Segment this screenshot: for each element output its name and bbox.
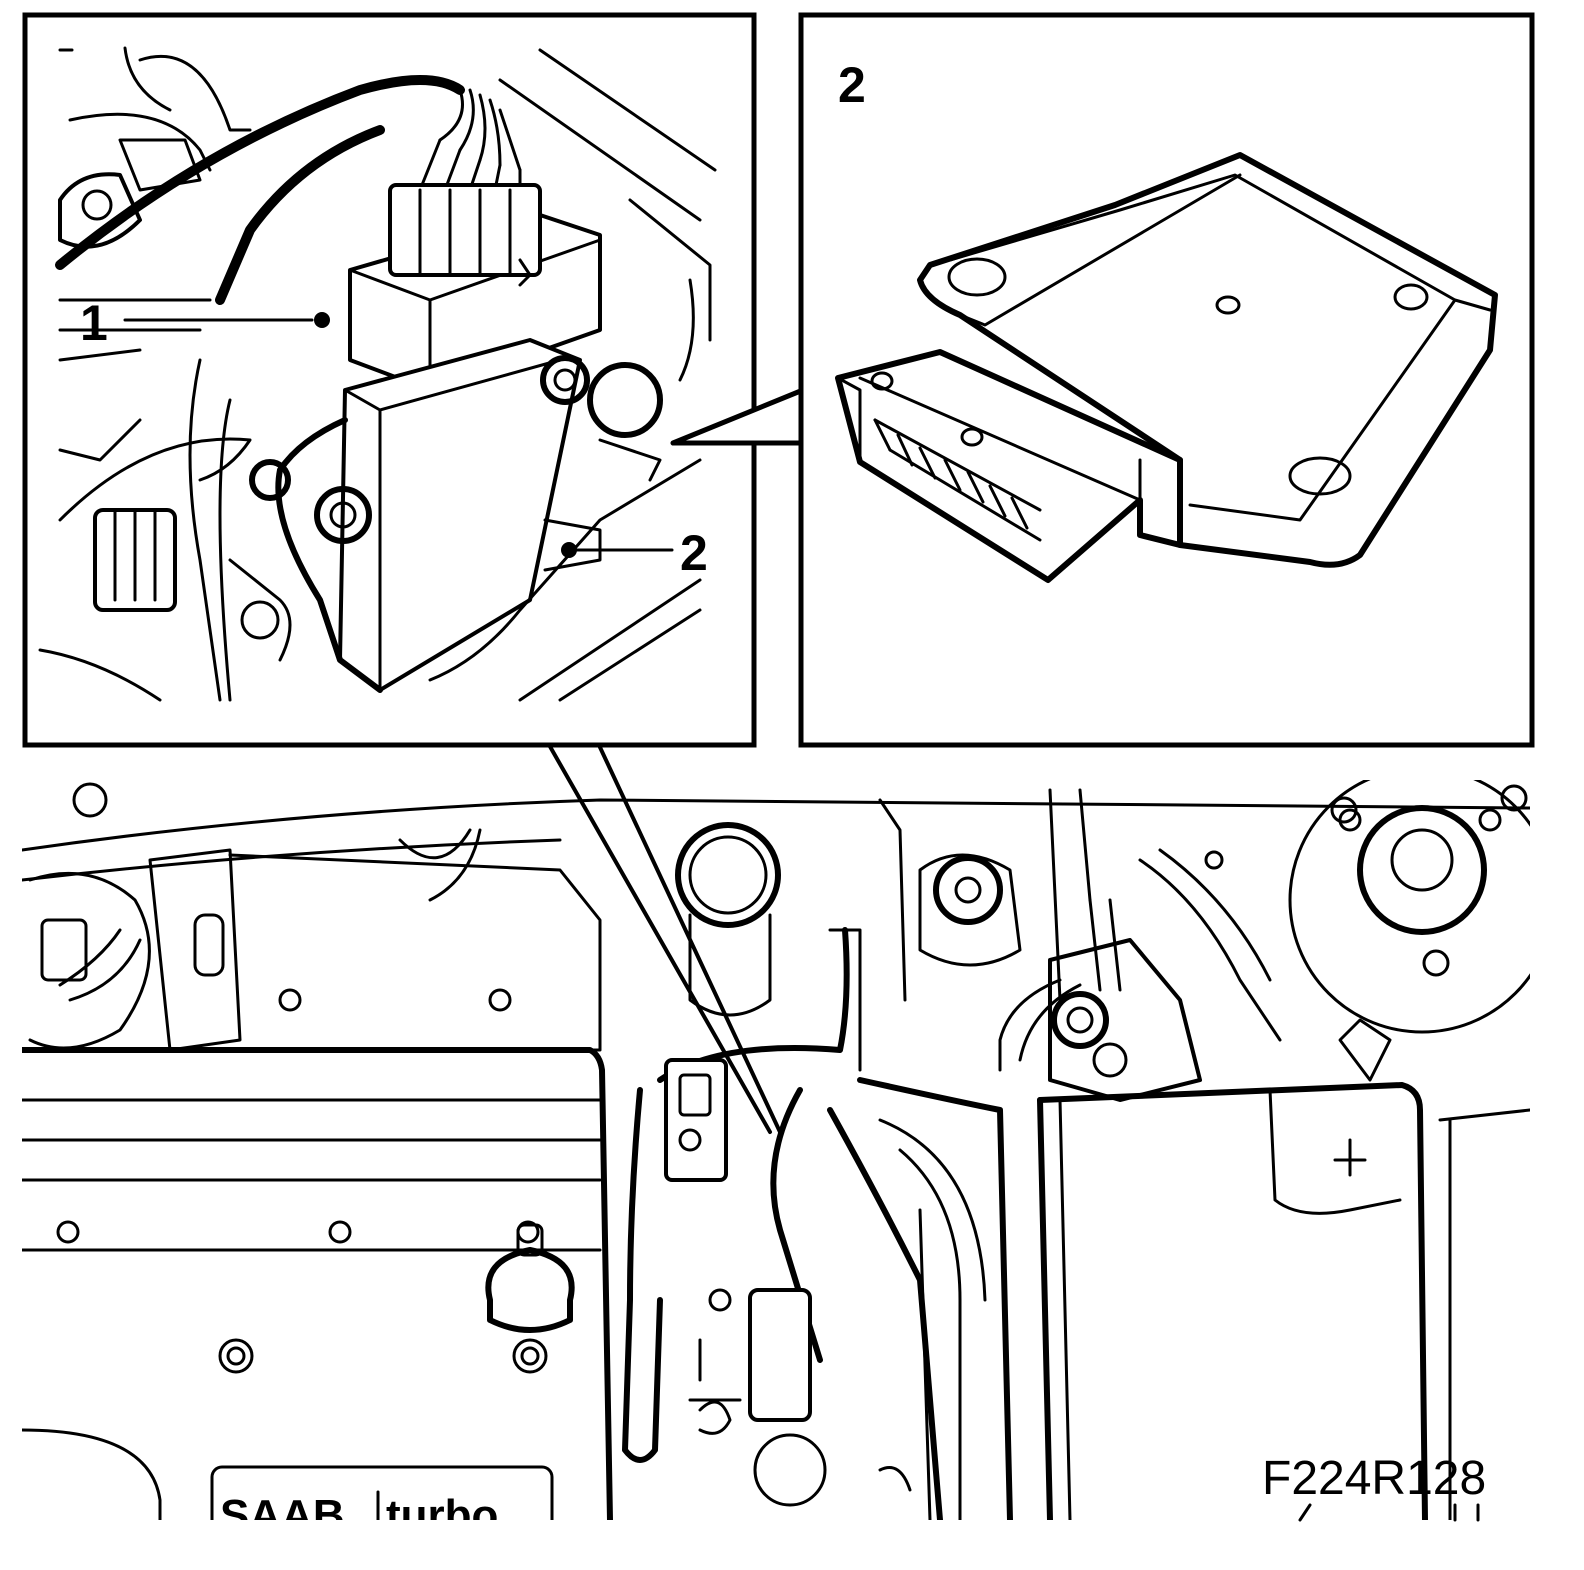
callout-1: 1 xyxy=(80,295,330,351)
abs-unit xyxy=(998,788,1282,1102)
callout-label-2-left: 2 xyxy=(680,525,708,581)
headlamp-connector xyxy=(28,871,151,1050)
detail-panel-installed: 1 2 xyxy=(22,12,757,748)
detail-panel-component: 2 xyxy=(798,12,1535,748)
figure-reference: F224R128 xyxy=(1262,1452,1486,1505)
connector-plug xyxy=(348,183,602,392)
badge-model-text: turbo xyxy=(386,1491,498,1540)
zoom-leader-lines xyxy=(546,741,782,1134)
strut-tower xyxy=(1288,780,1530,1082)
badge-brand-text: SAAB xyxy=(220,1491,345,1540)
coolant-cap xyxy=(675,822,781,1017)
hoses-and-wiring xyxy=(622,927,1013,1520)
ignition-module-isolated xyxy=(835,152,1498,583)
callout-2-left: 2 xyxy=(561,525,708,581)
saab-turbo-badge: SAAB turbo xyxy=(210,1465,554,1540)
engine-bay-overview: SAAB turbo xyxy=(22,780,1530,1540)
callout-label-1: 1 xyxy=(80,295,108,351)
callout-label-2-right: 2 xyxy=(838,57,866,113)
battery xyxy=(1037,1082,1530,1520)
valve-cover xyxy=(22,1047,613,1520)
cylinder-mount xyxy=(878,798,1022,1002)
